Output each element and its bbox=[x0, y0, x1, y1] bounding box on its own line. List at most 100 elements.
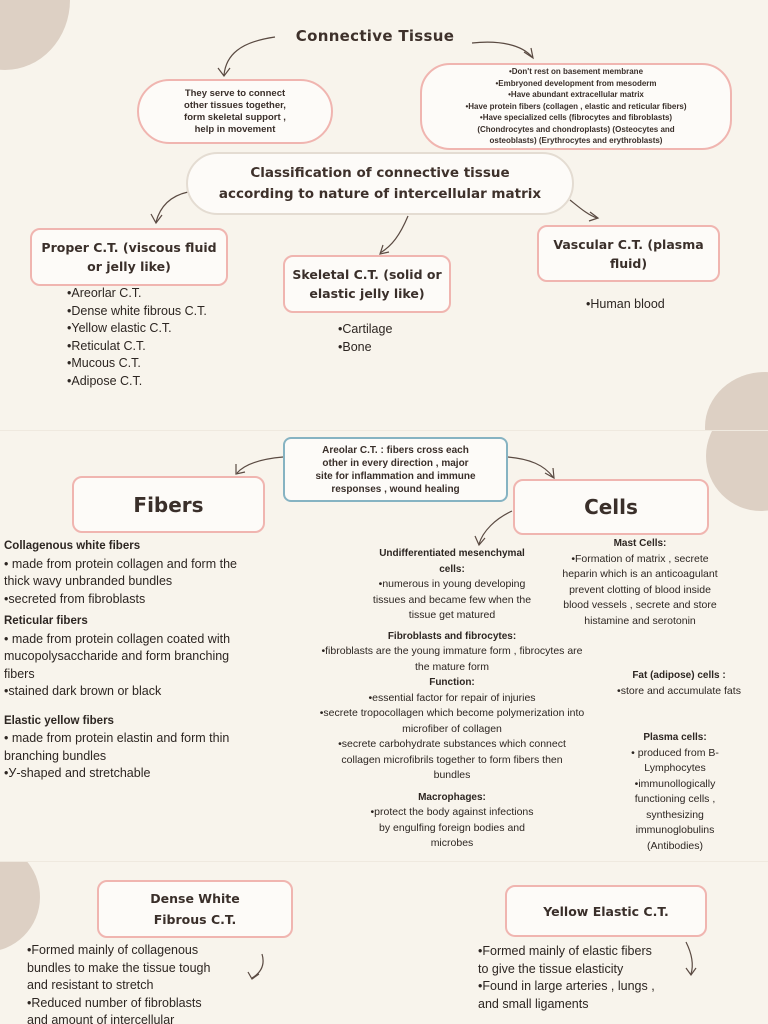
function-heading: Function: bbox=[429, 677, 475, 688]
list-item: •Dense white fibrous C.T. bbox=[67, 303, 207, 318]
proper-ct-box: Proper C.T. (viscous fluid or jelly like… bbox=[30, 228, 228, 286]
fiber-line: •secreted from fibroblasts bbox=[4, 591, 146, 606]
fiber-line: branching bundles bbox=[4, 748, 107, 763]
fiber-line: • made from protein collagen coated with bbox=[4, 631, 231, 646]
cell-line: Lymphocytes bbox=[644, 762, 706, 774]
proper-ct-title: or jelly like) bbox=[87, 259, 171, 274]
purpose-box: They serve to connect other tissues toge… bbox=[137, 79, 333, 144]
list-item: and amount of intercellular bbox=[27, 1013, 175, 1024]
macro-heading: Macrophages: bbox=[418, 791, 486, 803]
vascular-ct-title: fluid) bbox=[609, 255, 648, 271]
list-item: •Yellow elastic C.T. bbox=[67, 321, 172, 335]
purpose-line: form skeletal support , bbox=[184, 111, 286, 123]
mast-cells-block: Mast Cells: •Formation of matrix , secre… bbox=[540, 536, 740, 629]
fiber-line: thick wavy unbranded bundles bbox=[4, 574, 173, 588]
fiber-line: •У-shaped and stretchable bbox=[4, 766, 151, 780]
fibers-column: Collagenous white fibers • made from pro… bbox=[4, 538, 284, 783]
undiff-heading: cells: bbox=[439, 563, 465, 575]
dense-white-title: Dense White bbox=[150, 891, 240, 906]
list-item: •Found in large arteries , lungs , bbox=[478, 979, 655, 993]
fiber-line: • made from protein collagen and form th… bbox=[4, 556, 237, 571]
fat-heading: Fat (adipose) cells : bbox=[632, 670, 726, 681]
list-item: •Adipose C.T. bbox=[67, 373, 143, 388]
cell-line: tissue get matured bbox=[408, 609, 496, 621]
list-item: •Mucous C.T. bbox=[67, 356, 141, 370]
cell-line: prevent clotting of blood inside bbox=[569, 583, 711, 596]
list-item: •Cartilage bbox=[338, 322, 393, 336]
vascular-ct-box: Vascular C.T. (plasma fluid) bbox=[537, 225, 720, 282]
characteristic-line: •Don't rest on basement membrane bbox=[508, 67, 644, 77]
cell-line: bundles bbox=[433, 769, 471, 781]
characteristic-line: osteoblasts) (Erythrocytes and erythrobl… bbox=[489, 136, 663, 146]
cell-line: •Formation of matrix , secrete bbox=[571, 552, 709, 565]
dense-white-box: Dense White Fibrous C.T. bbox=[97, 880, 293, 938]
characteristic-line: •Have specialized cells (fibrocytes and … bbox=[479, 113, 673, 123]
cell-line: synthesizing bbox=[646, 808, 704, 821]
vascular-ct-title: Vascular C.T. (plasma bbox=[553, 236, 704, 252]
yellow-elastic-list: •Formed mainly of elastic fibers to give… bbox=[478, 943, 655, 1013]
plasma-heading: Plasma cells: bbox=[643, 732, 707, 743]
classification-line: according to nature of intercellular mat… bbox=[218, 185, 542, 202]
cell-line: •secrete carbohydrate substances which c… bbox=[338, 738, 566, 750]
cell-line: microfiber of collagen bbox=[402, 722, 502, 735]
skeletal-ct-title: elastic jelly like) bbox=[309, 286, 425, 301]
fat-cells-block: Fat (adipose) cells : •store and accumul… bbox=[590, 668, 768, 699]
skeletal-ct-title: Skeletal C.T. (solid or bbox=[292, 267, 442, 282]
fibro-heading: Fibroblasts and fibrocytes: bbox=[387, 630, 517, 642]
dense-elastic-panel: Dense White Fibrous C.T. •Formed mainly … bbox=[0, 862, 768, 1024]
cells-title: Cells bbox=[584, 495, 638, 519]
mast-heading: Mast Cells: bbox=[613, 538, 667, 549]
plasma-cells-block: Plasma cells: • produced from B- Lymphoc… bbox=[615, 730, 735, 854]
classification-panel: Connective Tissue They serve to connect … bbox=[0, 0, 768, 431]
classification-box: Classification of connective tissue acco… bbox=[186, 152, 574, 215]
list-item: bundles to make the tissue tough bbox=[27, 960, 211, 975]
areolar-panel: Areolar C.T. : fibers cross each other i… bbox=[0, 431, 768, 862]
cell-line: microbes bbox=[430, 837, 474, 849]
list-item: and small ligaments bbox=[478, 996, 589, 1011]
cell-line: collagen microfibrils together to form f… bbox=[341, 753, 563, 766]
cell-line: blood vessels , secrete and store bbox=[563, 599, 717, 611]
cells-box: Cells bbox=[513, 479, 709, 535]
yellow-elastic-title: Yellow Elastic C.T. bbox=[543, 903, 669, 919]
proper-ct-list: •Areorlar C.T. •Dense white fibrous C.T.… bbox=[67, 285, 207, 390]
purpose-line: other tissues together, bbox=[184, 99, 286, 111]
characteristic-line: •Have protein fibers (collagen , elastic… bbox=[465, 101, 687, 111]
cell-line: by engulfing foreign bodies and bbox=[379, 821, 525, 834]
list-item: •Formed mainly of elastic fibers bbox=[478, 944, 652, 958]
areolar-box: Areolar C.T. : fibers cross each other i… bbox=[283, 437, 508, 502]
cell-line: heparin which is an anticoagulant bbox=[562, 568, 718, 580]
skeletal-ct-list: •Cartilage •Bone bbox=[338, 321, 392, 356]
cell-line: •secrete tropocollagen which become poly… bbox=[319, 707, 585, 719]
cell-line: the mature form bbox=[414, 660, 490, 673]
list-item: •Bone bbox=[338, 339, 372, 354]
list-item: •Reticulat C.T. bbox=[67, 338, 146, 353]
cells-middle-column: Undifferentiated mesenchymal cells: •num… bbox=[287, 546, 617, 852]
areolar-line: other in every direction , major bbox=[322, 457, 469, 469]
areolar-line: Areolar C.T. : fibers cross each bbox=[322, 444, 469, 456]
cell-line: functioning cells , bbox=[634, 793, 716, 805]
cell-line: •essential factor for repair of injuries bbox=[368, 691, 536, 704]
fibers-box: Fibers bbox=[72, 476, 265, 533]
dense-white-title: Fibrous C.T. bbox=[153, 912, 237, 927]
fiber-line: •stained dark brown or black bbox=[4, 684, 162, 698]
purpose-line: help in movement bbox=[194, 123, 276, 135]
characteristic-line: •Embryoned development from mesoderm bbox=[495, 78, 657, 88]
cell-line: histamine and serotonin bbox=[584, 614, 696, 627]
fibers-title: Fibers bbox=[133, 492, 204, 517]
cell-line: (Antibodies) bbox=[646, 839, 704, 852]
cell-line: •protect the body against infections bbox=[370, 806, 534, 818]
skeletal-ct-box: Skeletal C.T. (solid or elastic jelly li… bbox=[283, 255, 451, 313]
cell-line: • produced from B- bbox=[631, 746, 719, 759]
elastic-heading: Elastic yellow fibers bbox=[4, 714, 114, 727]
cell-line: tissues and became few when the bbox=[372, 593, 532, 606]
purpose-line: They serve to connect bbox=[184, 87, 286, 99]
fiber-line: • made from protein elastin and form thi… bbox=[4, 731, 230, 745]
characteristic-line: •Have abundant extracellular matrix bbox=[508, 90, 644, 100]
undiff-heading: Undifferentiated mesenchymal bbox=[379, 548, 525, 559]
collagenous-heading: Collagenous white fibers bbox=[4, 540, 141, 552]
list-item: and resistant to stretch bbox=[27, 978, 154, 992]
classification-line: Classification of connective tissue bbox=[250, 164, 510, 181]
characteristics-box: •Don't rest on basement membrane •Embryo… bbox=[420, 63, 732, 150]
cell-line: •store and accumulate fats bbox=[617, 684, 741, 697]
vascular-ct-list: •Human blood bbox=[586, 296, 665, 314]
